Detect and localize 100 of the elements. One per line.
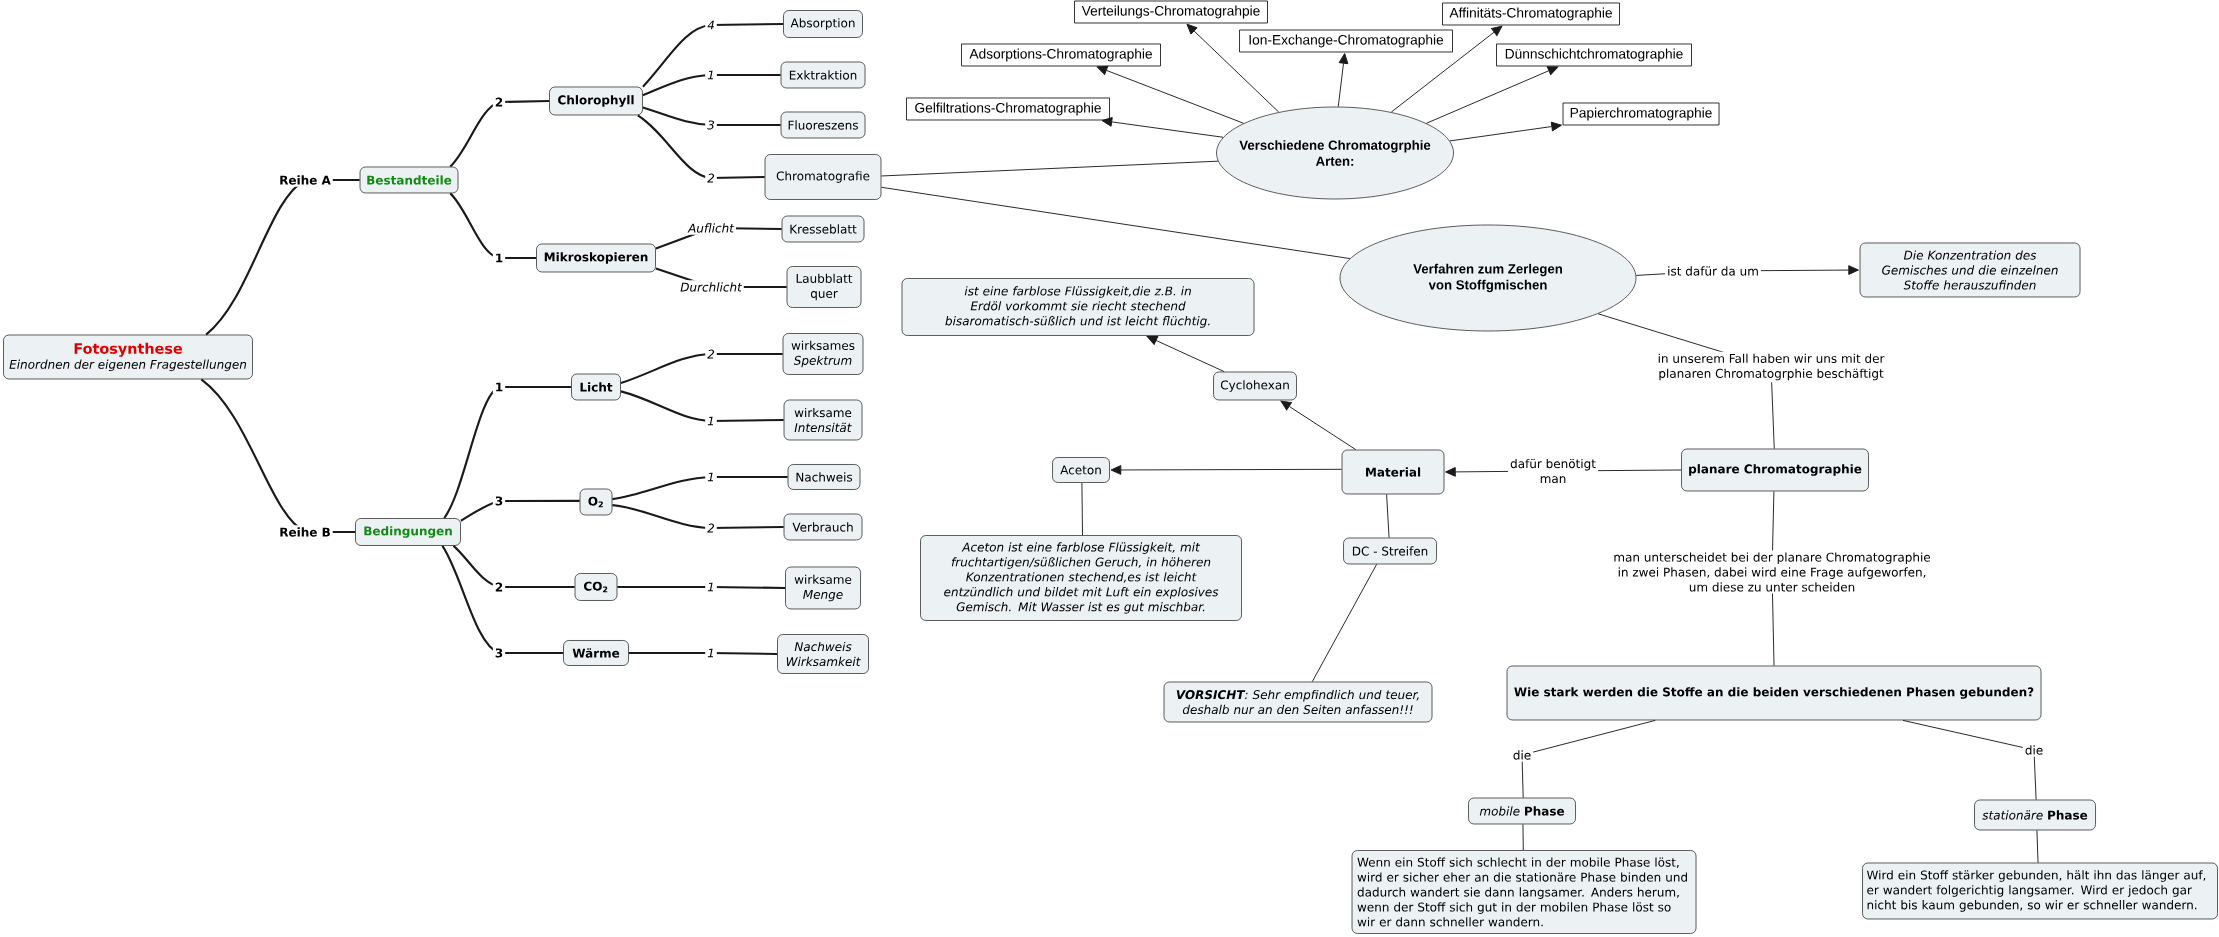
branch-line: [620, 352, 783, 385]
edge-label: die: [1510, 748, 1534, 762]
concept-box: Nachweis Wirksamkeit: [777, 634, 869, 674]
arrow: [1425, 66, 1559, 124]
category-box: Dünnschichtchromatographie: [1496, 43, 1692, 67]
connector-line: [2036, 829, 2039, 864]
branch-line: [642, 73, 781, 97]
branch-line: [449, 99, 550, 168]
branch-line: [452, 545, 575, 589]
arrow: [1390, 25, 1503, 113]
concept-box: Chromatografie: [764, 154, 882, 200]
connector-line: [1902, 719, 2037, 801]
concept-box: Aceton: [1052, 457, 1110, 483]
arrow: [1101, 117, 1224, 138]
connector-line: [1311, 563, 1378, 683]
edge-label: in unserem Fall haben wir uns mit der planaren Chromatogrphie beschäftigt: [1655, 351, 1887, 383]
concept-box: CO$_{2}$: [574, 573, 618, 601]
edge-label: 1: [492, 251, 506, 265]
concept-box: mobile Phase: [1468, 797, 1576, 825]
note-box: Wenn ein Stoff sich schlecht in der mobile Phase löst, wird er sicher eher an die stationäre Phase binden und dadurch wandert sie dann langsamer. Anders herum, wenn der Stoff sich gut in der mobilen Phase löst so wir er dann schneller wandern.: [1351, 850, 1697, 934]
note-box: VORSICHT: Sehr empfindlich und teuer, deshalb nur an den Seiten anfassen!!!: [1163, 681, 1433, 723]
connector-line: [880, 186, 1351, 260]
edge-label: Durchlicht: [678, 280, 744, 294]
connector-line: [1081, 482, 1083, 536]
category-box: Ion-Exchange-Chromatographie: [1239, 29, 1453, 53]
edge-label: 2: [492, 580, 506, 594]
concept-box: Material: [1341, 449, 1445, 495]
concept-box: Verbrauch: [783, 513, 863, 541]
arrow: [1186, 23, 1280, 113]
edge-label: die: [2022, 743, 2046, 757]
edge-label: man unterscheidet bei der planare Chromatographie in zwei Phasen, dabei wird eine Frage aufgeworfen, um diese zu unter scheiden: [1611, 550, 1933, 594]
category-box: Verteilungs-Chromatograhpie: [1074, 0, 1268, 24]
branch-line: [637, 114, 765, 180]
edge-label: 1: [705, 414, 717, 428]
connector-line: [1522, 823, 1524, 851]
arrow: [1110, 465, 1343, 475]
concept-box: Laubblatt quer: [786, 266, 862, 308]
concept-box: Kresseblatt: [781, 215, 865, 243]
edge-label: ist dafür da um: [1665, 264, 1761, 278]
edge-label: Reihe B: [277, 525, 333, 539]
branch-line: [620, 390, 784, 423]
arrow: [1146, 335, 1225, 373]
edge-label: Reihe A: [277, 173, 333, 187]
branch-line: [443, 385, 572, 519]
concept-box: wirksame Menge: [785, 566, 861, 610]
connector-line: [1386, 493, 1390, 539]
edge-label: 1: [492, 380, 506, 394]
connector-line: [880, 160, 1219, 177]
edge-label: 1: [705, 580, 717, 594]
edge-label: 1: [705, 646, 717, 660]
branch-line: [441, 545, 564, 655]
concept-box: Licht: [571, 373, 621, 401]
arrow: [1449, 121, 1562, 142]
concept-box: Mikroskopieren: [536, 243, 656, 273]
branch-line: [642, 22, 784, 88]
branch-line: [460, 499, 580, 522]
concept-box: Exktraktion: [780, 61, 866, 89]
branch-line: [612, 475, 788, 501]
topic-box: Fotosynthese Einordnen der eigenen Fragestellungen: [3, 334, 253, 380]
concept-box: Chlorophyll: [549, 86, 643, 116]
branch-line: [612, 504, 784, 530]
concept-box: O$_{2}$: [579, 488, 613, 516]
branch-line: [628, 651, 778, 656]
edge-label: 3: [705, 118, 717, 132]
category-box: Gelfiltrations-Chromatographie: [906, 97, 1110, 121]
concept-box: Bestandteile: [359, 166, 459, 194]
concept-box: Nachweis: [787, 464, 861, 490]
edge-label: dafür benötigt man: [1508, 456, 1598, 486]
note-box: Aceton ist eine farblose Flüssigkeit, mit fruchtartigen/süßlichen Geruch, in höheren Konzentrationen stechend,es ist leicht entzündlich und bildet mit Luft ein explosives Gemisch. Mit Wasser ist es gut mischbar.: [920, 535, 1242, 621]
edge-label: 2: [705, 171, 717, 185]
edge-label: 2: [492, 95, 506, 109]
category-box: Affinitäts-Chromatographie: [1442, 2, 1620, 26]
concept-box: planare Chromatographie: [1681, 448, 1869, 492]
edge-label: 3: [492, 494, 506, 508]
concept-box: Cyclohexan: [1213, 371, 1297, 401]
note-box: Die Konzentration des Gemisches und die einzelnen Stoffe herauszufinden: [1859, 242, 2081, 298]
concept-box: Fluoreszens: [780, 111, 866, 139]
edge-label: 2: [705, 347, 717, 361]
note-box: Wird ein Stoff stärker gebunden, hält ihn das länger auf, er wandert folgerichtig langsamer. Wird er jedoch gar nicht bis kaum gebunden, so wir er schneller wandern.: [1862, 862, 2218, 920]
edge-label: 1: [705, 68, 717, 82]
arrow: [1280, 400, 1357, 451]
category-box: Papierchromatographie: [1562, 102, 1720, 126]
concept-box: Bedingungen: [355, 518, 461, 546]
concept-box: Wie stark werden die Stoffe an die beiden verschiedenen Phasen gebunden?: [1506, 665, 2042, 721]
edge-label: 2: [705, 521, 717, 535]
category-box: Adsorptions-Chromatographie: [961, 43, 1161, 67]
concept-box: Absorption: [783, 10, 863, 38]
arrow: [1096, 65, 1245, 124]
branch-line: [617, 585, 786, 590]
edge-label: 3: [492, 646, 506, 660]
concept-box: stationäre Phase: [1974, 799, 2096, 831]
concept-box: Wärme: [563, 640, 629, 666]
concept-box: wirksames Spektrum: [782, 333, 864, 375]
arrow: [1337, 53, 1349, 108]
note-box: ist eine farblose Flüssigkeit,die z.B. in Erdöl vorkommt sie riecht stechend bisaromatisch-süßlich und ist leicht flüchtig.: [901, 278, 1255, 336]
branch-line: [449, 192, 537, 260]
concept-box: wirksame Intensität: [783, 399, 863, 441]
edge-label: 1: [705, 470, 717, 484]
connector-line: [1521, 719, 1656, 799]
branch-line: [642, 106, 781, 127]
